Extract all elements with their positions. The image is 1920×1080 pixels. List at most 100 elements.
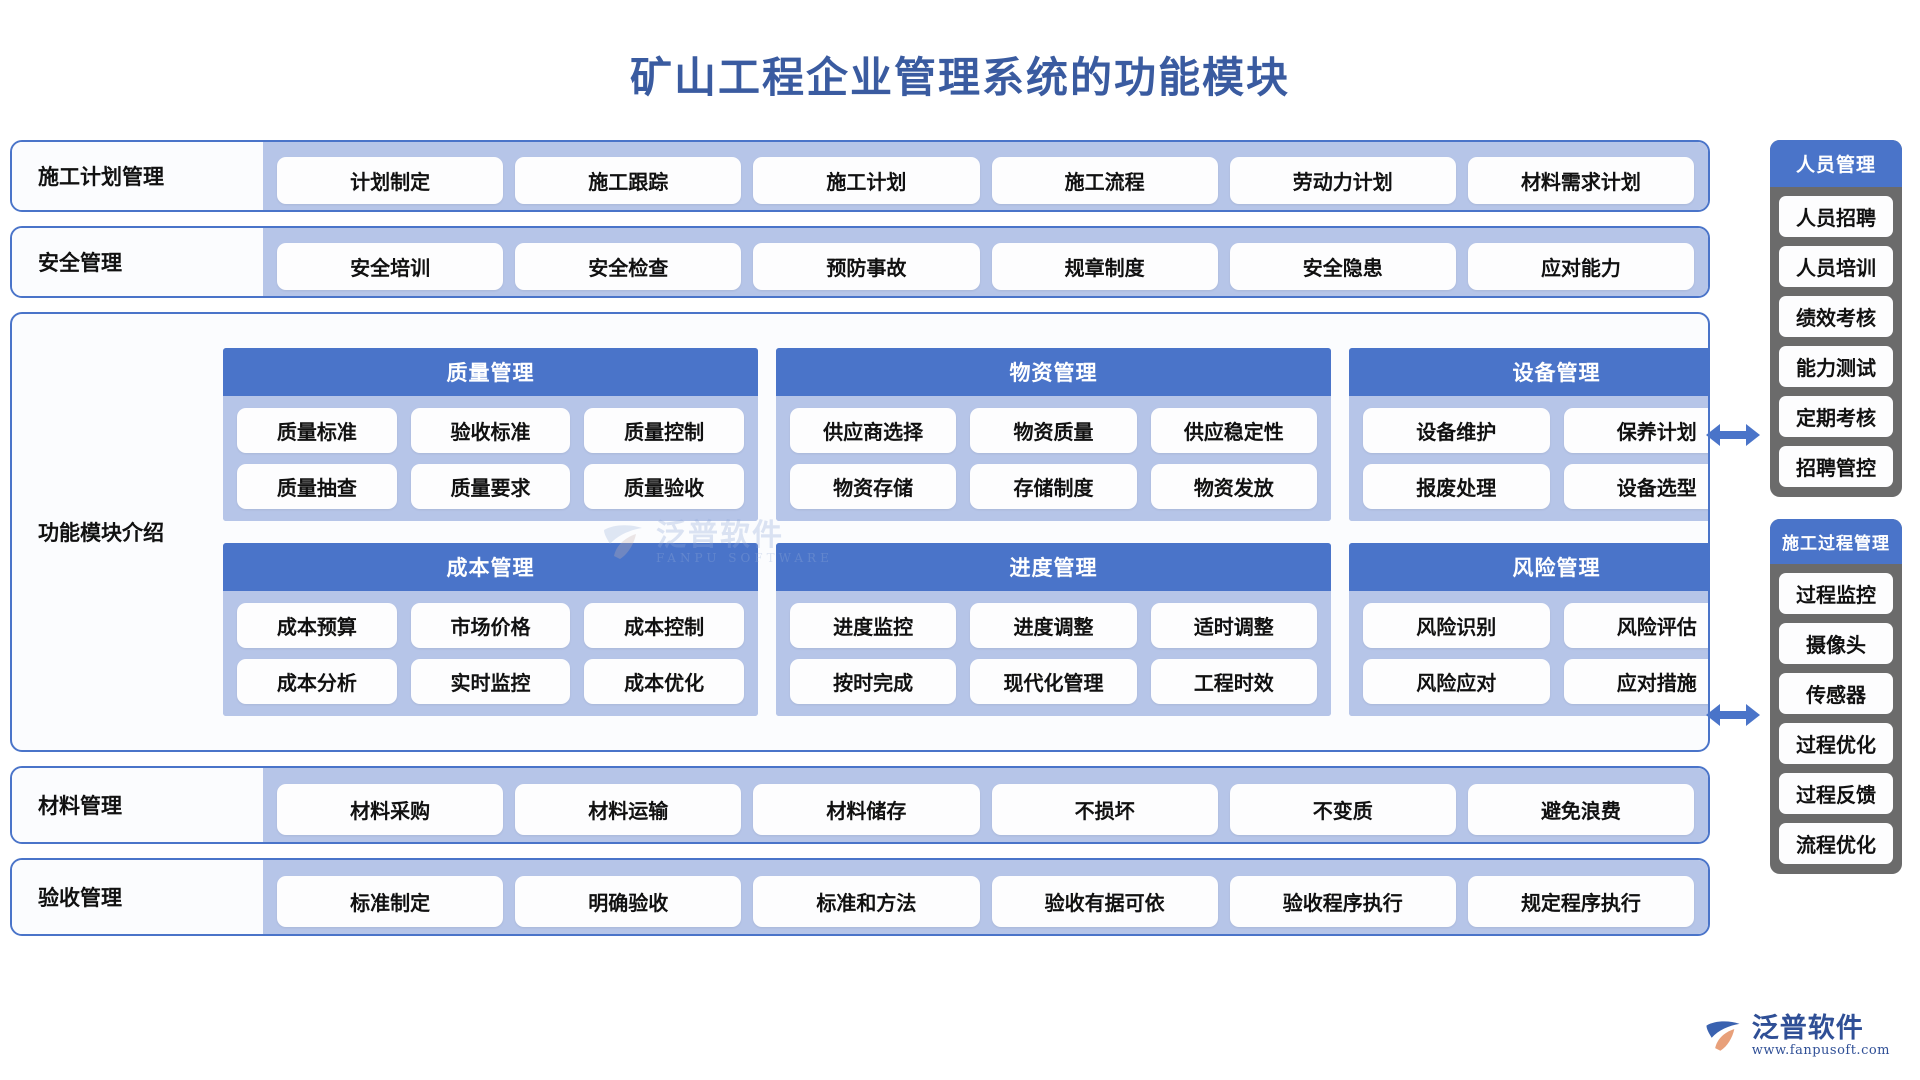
pill-item[interactable]: 保养计划: [1563, 408, 1708, 453]
pill-item[interactable]: 物资质量: [970, 408, 1137, 453]
row-label-acceptance: 验收管理: [12, 860, 263, 934]
pill-item[interactable]: 施工跟踪: [515, 156, 742, 204]
right-sidebar: 人员管理 人员招聘 人员培训 绩效考核 能力测试 定期考核 招聘管控 施工过程管…: [1770, 140, 1902, 896]
sidebar-item[interactable]: 招聘管控: [1779, 446, 1893, 487]
pill-item[interactable]: 劳动力计划: [1229, 156, 1456, 204]
pill-item[interactable]: 标准和方法: [753, 875, 980, 927]
side-panel-personnel: 人员管理 人员招聘 人员培训 绩效考核 能力测试 定期考核 招聘管控: [1770, 140, 1902, 497]
pill-item[interactable]: 验收有据可依: [991, 875, 1218, 927]
sidebar-item[interactable]: 定期考核: [1779, 396, 1893, 437]
pill-item[interactable]: 验收标准: [410, 408, 571, 453]
pill-item[interactable]: 设备选型: [1563, 464, 1708, 509]
module-row: 按时完成 现代化管理 工程时效: [790, 659, 1317, 704]
module-title-progress: 进度管理: [776, 543, 1331, 591]
pill-item[interactable]: 安全培训: [277, 242, 504, 290]
sidebar-item[interactable]: 流程优化: [1779, 823, 1893, 864]
pill-item[interactable]: 施工计划: [753, 156, 980, 204]
fanpu-logo-icon: [1706, 1021, 1740, 1051]
module-body-progress: 进度监控 进度调整 适时调整 按时完成 现代化管理 工程时效: [776, 591, 1331, 716]
page-title: 矿山工程企业管理系统的功能模块: [629, 53, 1290, 102]
pill-item[interactable]: 现代化管理: [970, 659, 1137, 704]
pill-item[interactable]: 避免浪费: [1467, 783, 1695, 835]
pill-item[interactable]: 质量验收: [584, 464, 745, 509]
module-row: 质量抽查 质量要求 质量验收: [237, 464, 745, 509]
sidebar-item[interactable]: 传感器: [1779, 673, 1893, 714]
pill-item[interactable]: 应对能力: [1467, 242, 1695, 290]
module-row: 物资存储 存储制度 物资发放: [790, 464, 1317, 509]
row-construction-plan-management: 施工计划管理 计划制定 施工跟踪 施工计划 施工流程 劳动力计划 材料需求计划: [10, 140, 1710, 212]
pill-item[interactable]: 不损坏: [991, 783, 1218, 835]
module-panel-quality: 质量管理 质量标准 验收标准 质量控制 质量抽查 质量要求 质量验收: [223, 348, 758, 521]
pill-item[interactable]: 成本分析: [237, 659, 397, 704]
pill-item[interactable]: 规章制度: [991, 242, 1218, 290]
pill-item[interactable]: 报废处理: [1363, 464, 1550, 509]
module-title-quality: 质量管理: [223, 348, 758, 396]
pill-item[interactable]: 安全隐患: [1229, 242, 1456, 290]
row-acceptance-management: 验收管理 标准制定 明确验收 标准和方法 验收有据可依 验收程序执行 规定程序执…: [10, 858, 1710, 936]
pill-item[interactable]: 存储制度: [970, 464, 1137, 509]
row-items-construction-plan: 计划制定 施工跟踪 施工计划 施工流程 劳动力计划 材料需求计划: [263, 142, 1708, 210]
pill-item[interactable]: 市场价格: [410, 603, 571, 648]
pill-item[interactable]: 物资发放: [1150, 464, 1317, 509]
pill-item[interactable]: 成本优化: [584, 659, 745, 704]
pill-item[interactable]: 成本控制: [584, 603, 745, 648]
module-title-cost: 成本管理: [223, 543, 758, 591]
pill-item[interactable]: 材料运输: [515, 783, 742, 835]
pill-item[interactable]: 设备维护: [1363, 408, 1550, 453]
pill-item[interactable]: 质量抽查: [237, 464, 397, 509]
pill-item[interactable]: 规定程序执行: [1467, 875, 1695, 927]
sidebar-item[interactable]: 摄像头: [1779, 623, 1893, 664]
pill-item[interactable]: 应对措施: [1563, 659, 1708, 704]
pill-item[interactable]: 预防事故: [753, 242, 980, 290]
module-row: 风险识别 风险评估: [1363, 603, 1708, 648]
pill-item[interactable]: 安全检查: [515, 242, 742, 290]
module-row: 报废处理 设备选型: [1363, 464, 1708, 509]
sidebar-item[interactable]: 过程优化: [1779, 723, 1893, 764]
pill-item[interactable]: 施工流程: [991, 156, 1218, 204]
pill-item[interactable]: 成本预算: [237, 603, 397, 648]
pill-item[interactable]: 质量控制: [584, 408, 745, 453]
module-body-risk: 风险识别 风险评估 风险应对 应对措施: [1349, 591, 1708, 716]
sidebar-item[interactable]: 人员招聘: [1779, 196, 1893, 237]
pill-item[interactable]: 计划制定: [277, 156, 504, 204]
sidebar-item[interactable]: 绩效考核: [1779, 296, 1893, 337]
pill-item[interactable]: 不变质: [1229, 783, 1456, 835]
pill-item[interactable]: 适时调整: [1150, 603, 1317, 648]
sidebar-item[interactable]: 过程监控: [1779, 573, 1893, 614]
module-row: 成本分析 实时监控 成本优化: [237, 659, 745, 704]
pill-item[interactable]: 风险识别: [1363, 603, 1550, 648]
row-items-safety: 安全培训 安全检查 预防事故 规章制度 安全隐患 应对能力: [263, 228, 1708, 296]
module-title-risk: 风险管理: [1349, 543, 1708, 591]
sidebar-item[interactable]: 能力测试: [1779, 346, 1893, 387]
brand-name: 泛普软件: [1751, 1013, 1864, 1045]
module-row: 设备维护 保养计划: [1363, 408, 1708, 453]
pill-item[interactable]: 按时完成: [790, 659, 957, 704]
row-label-construction-plan: 施工计划管理: [12, 142, 263, 210]
pill-item[interactable]: 进度监控: [790, 603, 957, 648]
pill-item[interactable]: 供应稳定性: [1150, 408, 1317, 453]
pill-item[interactable]: 材料需求计划: [1467, 156, 1695, 204]
module-row: 风险应对 应对措施: [1363, 659, 1708, 704]
pill-item[interactable]: 材料储存: [753, 783, 980, 835]
pill-item[interactable]: 实时监控: [410, 659, 571, 704]
pill-item[interactable]: 物资存储: [790, 464, 957, 509]
double-arrow-icon: [1706, 424, 1760, 446]
pill-item[interactable]: 风险应对: [1363, 659, 1550, 704]
module-panel-cost: 成本管理 成本预算 市场价格 成本控制 成本分析 实时监控 成本优化: [223, 543, 758, 716]
pill-item[interactable]: 验收程序执行: [1229, 875, 1456, 927]
pill-item[interactable]: 工程时效: [1150, 659, 1317, 704]
pill-item[interactable]: 风险评估: [1563, 603, 1708, 648]
sidebar-item[interactable]: 人员培训: [1779, 246, 1893, 287]
pill-item[interactable]: 质量要求: [410, 464, 571, 509]
pill-item[interactable]: 材料采购: [277, 783, 504, 835]
pill-item[interactable]: 质量标准: [237, 408, 397, 453]
module-row: 成本预算 市场价格 成本控制: [237, 603, 745, 648]
side-panel-construction-process: 施工过程管理 过程监控 摄像头 传感器 过程优化 过程反馈 流程优化: [1770, 519, 1902, 874]
row-material-management: 材料管理 材料采购 材料运输 材料储存 不损坏 不变质 避免浪费: [10, 766, 1710, 844]
pill-item[interactable]: 标准制定: [277, 875, 504, 927]
pill-item[interactable]: 供应商选择: [790, 408, 957, 453]
sidebar-item[interactable]: 过程反馈: [1779, 773, 1893, 814]
row-safety-management: 安全管理 安全培训 安全检查 预防事故 规章制度 安全隐患 应对能力: [10, 226, 1710, 298]
pill-item[interactable]: 进度调整: [970, 603, 1137, 648]
pill-item[interactable]: 明确验收: [515, 875, 742, 927]
